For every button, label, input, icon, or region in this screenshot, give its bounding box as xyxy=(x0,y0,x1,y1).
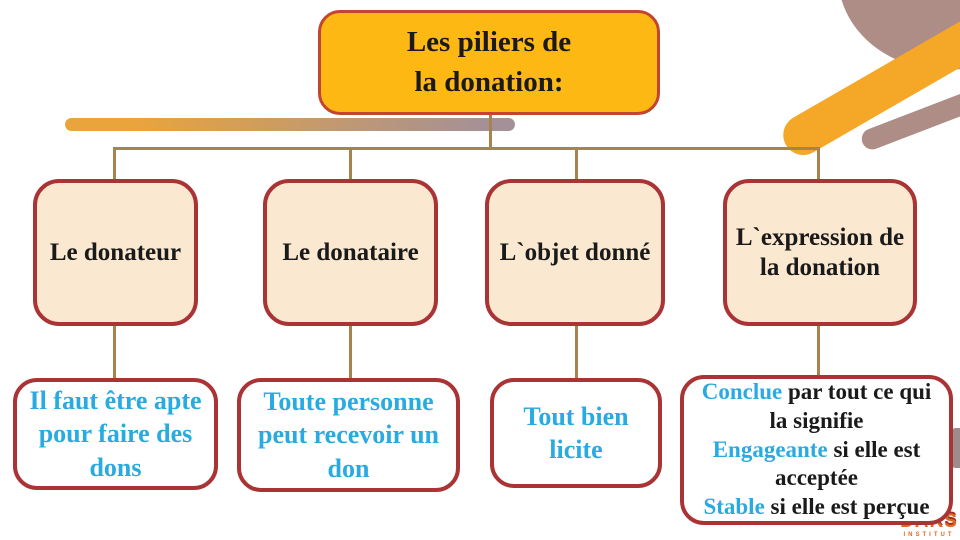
connector-drop-2 xyxy=(349,149,352,180)
connector-drop-3 xyxy=(575,149,578,180)
logo-subtitle: INSTITUT xyxy=(903,532,955,538)
connector-spine xyxy=(113,147,820,150)
connector-detail-4 xyxy=(817,325,820,376)
decor-gradient-bar xyxy=(65,118,515,131)
connector-drop-4 xyxy=(817,149,820,180)
connector-title-stem xyxy=(489,113,492,148)
pillar-node-donataire: Le donataire xyxy=(263,179,438,326)
pillar-label: Le donateur xyxy=(49,238,182,266)
pillar-node-expression: L`expression de la donation xyxy=(723,179,917,326)
pillar-label: L`expression de la donation xyxy=(735,223,905,281)
connector-drop-1 xyxy=(113,149,116,180)
pillar-label: Le donataire xyxy=(282,238,419,266)
decor-edge-sliver xyxy=(950,428,960,468)
pillar-node-objet: L`objet donné xyxy=(485,179,665,326)
connector-detail-2 xyxy=(349,325,352,379)
connector-detail-3 xyxy=(575,325,578,379)
connector-detail-1 xyxy=(113,325,116,379)
pillar-label: L`objet donné xyxy=(499,238,651,266)
pillar-node-donateur: Le donateur xyxy=(33,179,198,326)
